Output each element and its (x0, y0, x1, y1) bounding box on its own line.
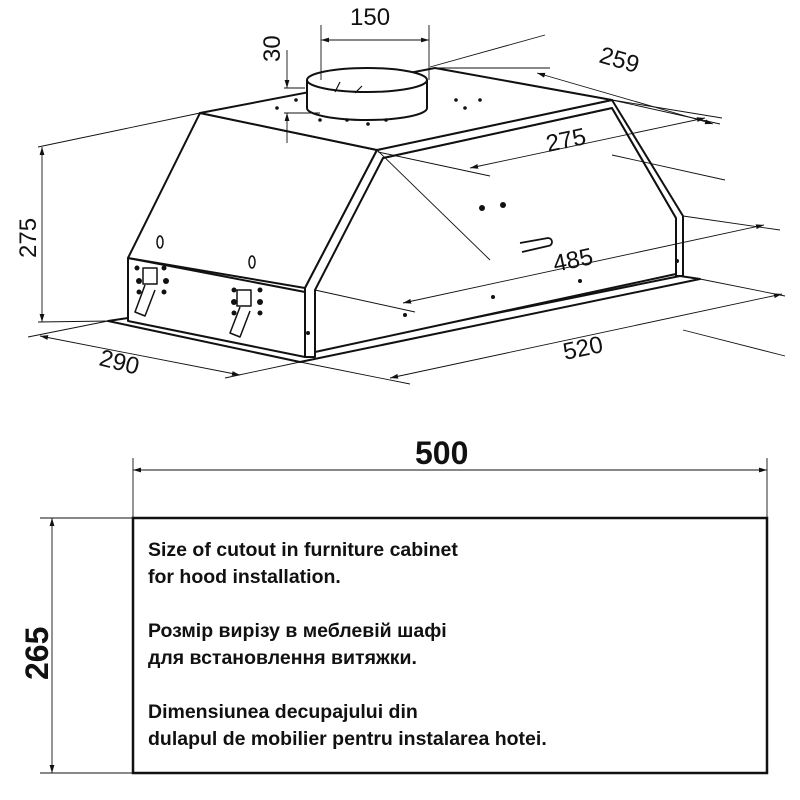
dim-275-height-label: 275 (15, 218, 42, 258)
text-line: Dimensiunea decupajului din (148, 701, 418, 723)
dim-290-label: 290 (97, 345, 142, 381)
cutout-drawing (40, 458, 769, 775)
dim-520-label: 520 (561, 331, 606, 366)
description-english: Size of cutout in furniture cabinet for … (148, 537, 547, 591)
dim-290-line (39, 335, 241, 376)
cutout-description: Size of cutout in furniture cabinet for … (148, 537, 547, 780)
dim-500-label: 500 (415, 435, 468, 471)
text-line: для встановлення витяжки. (148, 647, 417, 669)
mount-bracket-right (229, 289, 252, 338)
duct-collar (306, 67, 428, 121)
text-line: Розмір вирізу в меблевій шафі (148, 620, 447, 642)
dim-265-label: 265 (19, 627, 55, 680)
dim-485-line (402, 224, 765, 304)
mount-bracket-left (134, 267, 158, 317)
dim-30-label: 30 (259, 35, 286, 62)
text-line: dulapul de mobilier pentru instalarea ho… (148, 728, 547, 750)
dim-150-label: 150 (350, 4, 390, 31)
text-line: for hood installation. (148, 566, 341, 588)
dim-259-label: 259 (596, 42, 642, 79)
dimension-lines (27, 25, 786, 385)
description-romanian: Dimensiunea decupajului din dulapul de m… (148, 699, 547, 753)
dim-259-line (536, 72, 714, 125)
description-ukrainian: Розмір вирізу в меблевій шафі для встано… (148, 618, 547, 672)
dim-520-line (389, 293, 783, 379)
dim-275-top-line (469, 117, 706, 169)
hood-body (107, 67, 701, 363)
cutout-rectangle (131, 516, 769, 775)
text-line: Size of cutout in furniture cabinet (148, 539, 458, 561)
